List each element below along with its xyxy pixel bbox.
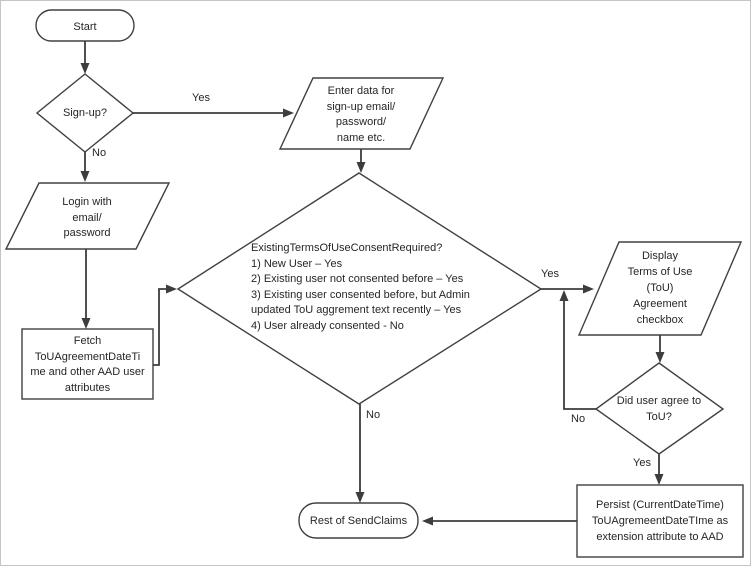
shape-layer: [4, 9, 744, 558]
fetch-attributes-process-shape: [21, 328, 154, 400]
edge-label-signup-yes: Yes: [192, 92, 210, 104]
enter-data-label: Enter data for sign-up email/ password/ …: [326, 85, 396, 144]
consent-required-label: ExistingTermsOfUseConsentRequired? 1) Ne…: [251, 242, 470, 332]
arrowhead-agree-yes: [654, 474, 664, 485]
connector-fetch-to-consent: [153, 288, 166, 366]
fetch-attributes-label: Fetch ToUAgreementDateTi me and other AA…: [30, 335, 145, 394]
arrowhead-consent-yes: [583, 284, 594, 294]
arrowhead-login-to-fetch: [81, 318, 91, 329]
user-agree-label: Did user agree to ToU?: [616, 395, 702, 423]
signup-label: Sign-up?: [62, 107, 108, 119]
login-io-shape: [4, 182, 171, 250]
edge-label-consent-no: No: [366, 409, 381, 421]
start-label: Start: [73, 21, 97, 33]
rest-of-sendclaims-label: Rest of SendClaims: [309, 515, 408, 527]
login-label: Login with email/ password: [62, 196, 112, 239]
enter-data-io-shape: [278, 77, 445, 150]
connector-agree-no-loop: [563, 301, 596, 410]
edge-label-signup-no: No: [92, 147, 107, 159]
arrowhead-display-to-agree: [655, 352, 665, 363]
edge-label-consent-yes: Yes: [541, 268, 559, 280]
edge-label-agree-yes: Yes: [633, 457, 651, 469]
arrowhead-enterdata-to-consent: [356, 162, 366, 173]
arrowhead-agree-no-loop: [559, 290, 569, 301]
arrowhead-signup-yes: [283, 108, 294, 118]
arrowhead-consent-no: [355, 492, 365, 503]
display-tou-io-shape: [577, 241, 743, 336]
arrowhead-persist-to-rest: [422, 516, 433, 526]
persist-label: Persist (CurrentDateTime) ToUAgremeentDa…: [591, 499, 729, 543]
arrowhead-start-to-signup: [80, 63, 90, 74]
edge-label-agree-no: No: [571, 413, 586, 425]
persist-process-shape: [576, 484, 744, 558]
connector-layer: [80, 41, 665, 526]
display-tou-label: Display Terms of Use (ToU) Agreement che…: [627, 250, 693, 326]
rest-of-sendclaims-terminator-shape: [298, 502, 419, 539]
arrowhead-signup-no: [80, 171, 90, 182]
consent-required-decision-shape: [176, 172, 543, 405]
arrowhead-fetch-to-consent: [166, 284, 177, 294]
